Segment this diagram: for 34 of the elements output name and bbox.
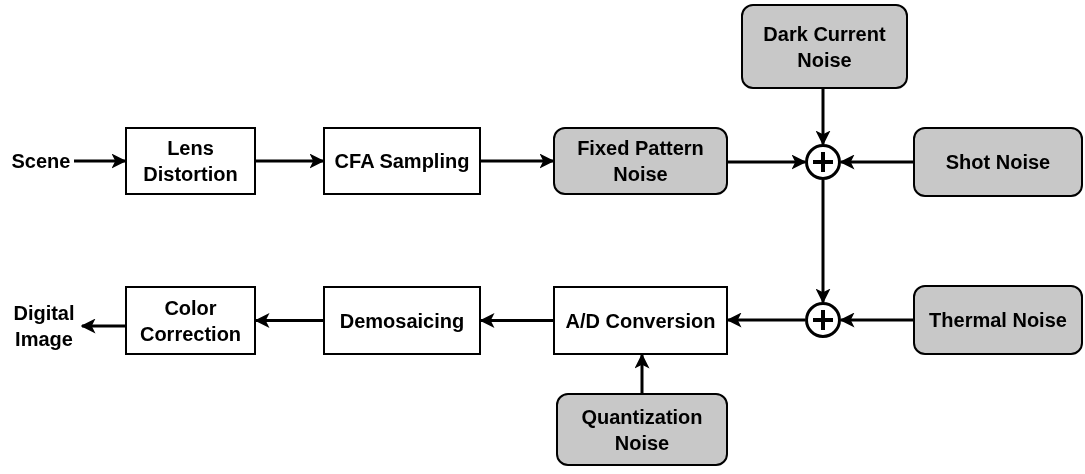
box-label: Thermal Noise [928, 308, 1068, 333]
arrow [74, 153, 127, 169]
box-label: Shot Noise [944, 150, 1052, 175]
arrow [815, 180, 831, 304]
signal-label: Digital Image [12, 301, 76, 352]
process-box [323, 127, 481, 195]
process-box [125, 286, 256, 355]
summing-junction [805, 144, 841, 180]
box-label: Dark Current Noise [762, 21, 887, 73]
process-box [553, 286, 728, 355]
arrow [634, 353, 650, 393]
summing-junction [805, 302, 841, 338]
box-label: Quantization Noise [580, 404, 704, 456]
process-box [323, 286, 481, 355]
noise-source-box [556, 393, 728, 466]
process-box [125, 127, 256, 195]
arrow [256, 153, 325, 169]
noise-source-box [913, 285, 1083, 355]
arrow [481, 153, 555, 169]
signal-label: Scene [10, 149, 72, 174]
arrow [815, 89, 831, 146]
box-label: A/D Conversion [564, 308, 717, 334]
box-label: CFA Sampling [333, 149, 471, 174]
arrow [839, 154, 913, 170]
box-label: Fixed Pattern Noise [576, 136, 705, 187]
arrow [80, 318, 125, 334]
box-label: Demosaicing [338, 308, 466, 334]
box-label: Color Correction [138, 295, 243, 347]
noise-source-box [913, 127, 1083, 197]
arrow [728, 154, 807, 170]
noise-source-box [553, 127, 728, 195]
box-label: Lens Distortion [142, 136, 239, 187]
noise-source-box [741, 4, 908, 89]
arrow [839, 312, 913, 328]
